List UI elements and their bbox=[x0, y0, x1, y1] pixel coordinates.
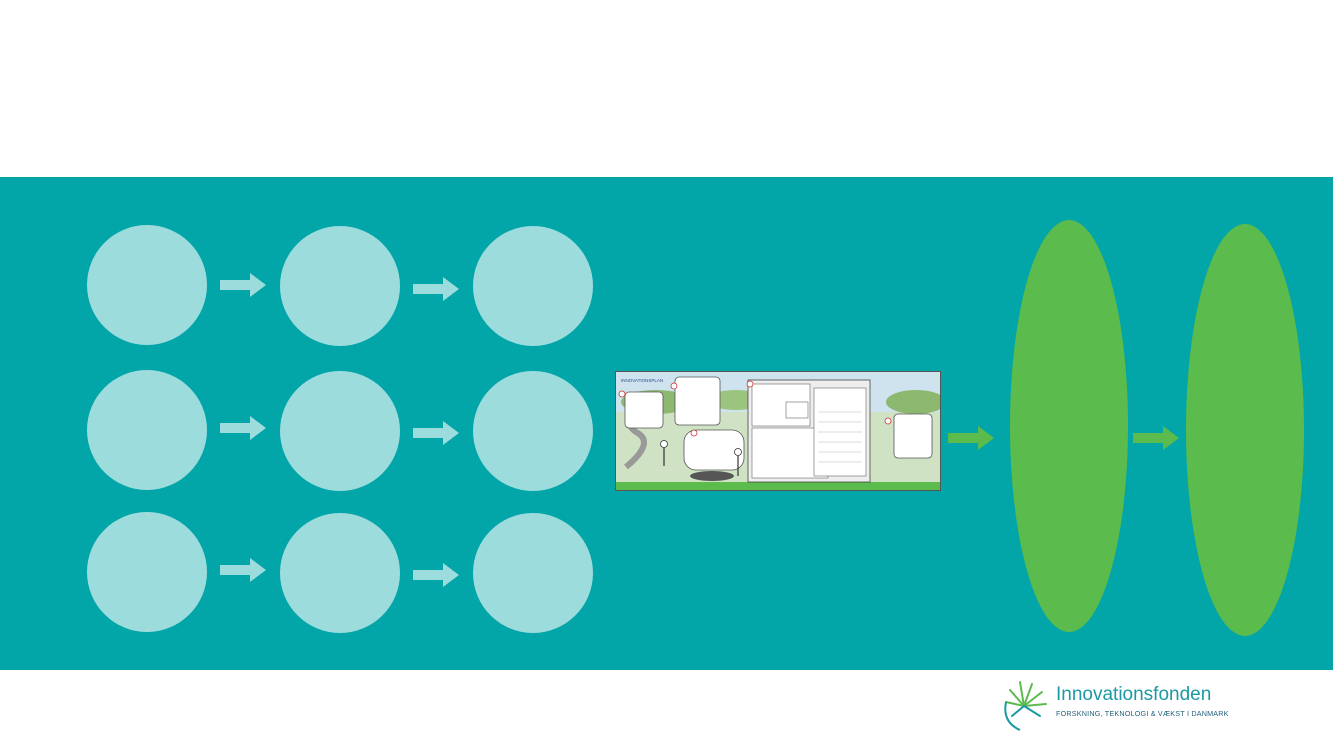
outcome-oval-2 bbox=[1186, 224, 1304, 636]
step-circle-r1-c3 bbox=[473, 226, 593, 346]
arrow-right-green-icon bbox=[948, 426, 994, 450]
arrow-right-icon bbox=[220, 558, 266, 582]
arrow-right-icon bbox=[220, 416, 266, 440]
poster-title: INNOVATIONSPLAN bbox=[621, 378, 663, 383]
step-circle-r2-c2 bbox=[280, 371, 400, 491]
arrow-right-icon bbox=[220, 273, 266, 297]
arrow-right-green-icon bbox=[1133, 426, 1179, 450]
step-circle-r2-c3 bbox=[473, 371, 593, 491]
arrow-right-icon bbox=[413, 277, 459, 301]
outcome-oval-1 bbox=[1010, 220, 1128, 632]
logo-name: Innovationsfonden bbox=[1056, 684, 1212, 705]
step-circle-r1-c1 bbox=[87, 225, 207, 345]
board-icon bbox=[747, 379, 871, 483]
step-circle-r3-c1 bbox=[87, 512, 207, 632]
palm-leaf-icon bbox=[1004, 681, 1047, 731]
step-circle-r3-c2 bbox=[280, 513, 400, 633]
speech-bubble-icon bbox=[674, 376, 721, 426]
logo-tagline: FORSKNING, TEKNOLOGI & VÆKST I DANMARK bbox=[1056, 709, 1229, 718]
person-icon bbox=[660, 440, 742, 476]
innovationsfonden-logo: Innovationsfonden FORSKNING, TEKNOLOGI &… bbox=[1000, 676, 1240, 736]
arrow-right-icon bbox=[413, 421, 459, 445]
step-circle-r1-c2 bbox=[280, 226, 400, 346]
poster-illustration: INNOVATIONSPLAN bbox=[616, 372, 940, 490]
arrow-right-icon bbox=[413, 563, 459, 587]
innovation-plan-poster: INNOVATIONSPLAN bbox=[615, 371, 941, 491]
step-circle-r3-c3 bbox=[473, 513, 593, 633]
step-circle-r2-c1 bbox=[87, 370, 207, 490]
